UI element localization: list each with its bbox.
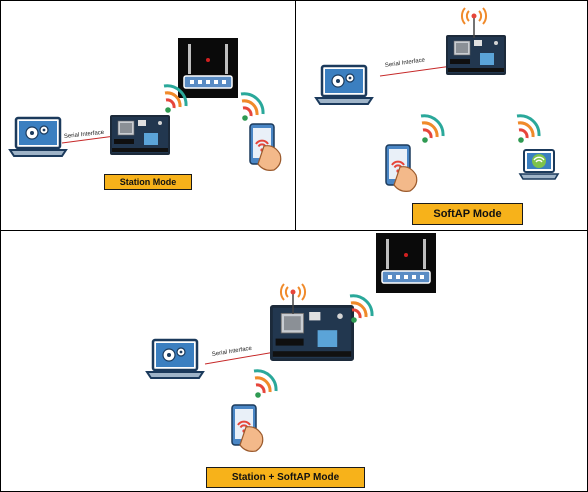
station-panel-graphics bbox=[8, 37, 282, 172]
laptop-gear-icon bbox=[145, 338, 205, 380]
softap-mode-label: SoftAP Mode bbox=[412, 203, 523, 225]
esp-board-icon bbox=[269, 304, 355, 362]
wifi-signal-icon bbox=[348, 294, 374, 325]
serial-line bbox=[61, 135, 116, 144]
softap-panel-graphics bbox=[314, 7, 559, 193]
esp-board-icon bbox=[445, 34, 507, 76]
serial-line bbox=[204, 351, 276, 365]
laptop-gear-icon bbox=[314, 64, 374, 106]
wifi-signal-icon bbox=[239, 92, 265, 123]
esp-board-icon bbox=[109, 114, 171, 156]
laptop-wifi-icon bbox=[519, 149, 559, 180]
antenna-broadcast-icon bbox=[460, 7, 488, 39]
serial-line bbox=[379, 65, 453, 77]
router-icon bbox=[375, 232, 437, 294]
laptop-gear-icon bbox=[8, 116, 68, 158]
wifi-signal-icon bbox=[252, 369, 278, 400]
smartphone-hand-icon bbox=[231, 404, 264, 453]
station-softap-mode-label: Station + SoftAP Mode bbox=[206, 467, 365, 488]
station-mode-label: Station Mode bbox=[104, 174, 192, 190]
wifi-signal-icon bbox=[515, 114, 541, 145]
smartphone-hand-icon bbox=[385, 144, 418, 193]
router-icon bbox=[177, 37, 239, 99]
softap-mode-panel bbox=[295, 0, 588, 231]
smartphone-hand-icon bbox=[249, 123, 282, 172]
station-softap-panel-graphics bbox=[145, 232, 437, 453]
wifi-signal-icon bbox=[419, 114, 445, 145]
